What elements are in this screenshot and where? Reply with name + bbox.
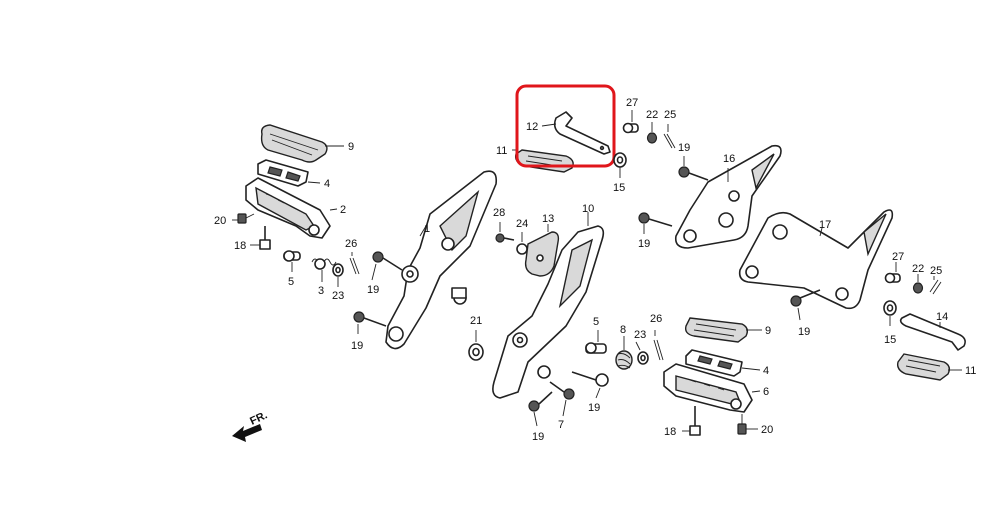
callout-23-right: 23 — [634, 329, 646, 341]
callout-19-c: 19 — [532, 431, 544, 443]
callout-15-top: 15 — [613, 182, 625, 194]
part-25-cotter-right[interactable] — [929, 279, 942, 295]
part-19-bolt-f[interactable] — [638, 212, 673, 227]
part-19-bolt-a[interactable] — [372, 251, 403, 271]
callout-19-d: 19 — [588, 402, 600, 414]
part-21-collar[interactable] — [468, 343, 484, 361]
part-27-pin-top[interactable] — [622, 122, 639, 134]
callout-19-e: 19 — [678, 142, 690, 154]
part-22-washer-right[interactable] — [912, 282, 924, 294]
part-4-plate-right[interactable] — [685, 349, 743, 377]
part-5-pin-left[interactable] — [283, 250, 301, 262]
callout-19-a: 19 — [367, 284, 379, 296]
callout-6: 6 — [763, 386, 769, 398]
part-19-bolt-d[interactable] — [571, 371, 609, 387]
part-19-bolt-g[interactable] — [790, 289, 821, 307]
callout-23-left: 23 — [332, 290, 344, 302]
part-18-bolt-right[interactable] — [689, 406, 701, 436]
callout-24: 24 — [516, 218, 528, 230]
callout-16: 16 — [723, 153, 735, 165]
callout-18-left: 18 — [234, 240, 246, 252]
callout-20-right: 20 — [761, 424, 773, 436]
callout-28: 28 — [493, 207, 505, 219]
part-20-bolt-right[interactable] — [737, 414, 747, 435]
callout-20-left: 20 — [214, 215, 226, 227]
part-7-bolt[interactable] — [549, 381, 575, 400]
part-28-bolt[interactable] — [495, 233, 515, 243]
callout-7: 7 — [558, 419, 564, 431]
part-15-washer-right[interactable] — [883, 300, 897, 316]
part-9-rubber-right[interactable] — [684, 317, 749, 343]
part-2-footpeg-left[interactable] — [245, 177, 331, 239]
callout-11-top: 11 — [496, 145, 507, 157]
part-8-spring[interactable] — [615, 350, 633, 370]
part-1-bracket-left[interactable] — [385, 170, 498, 350]
part-10-bracket-right[interactable] — [492, 225, 605, 399]
part-9-rubber-left[interactable] — [260, 124, 328, 163]
callout-10: 10 — [582, 203, 594, 215]
callout-26-right: 26 — [650, 313, 662, 325]
callout-1: 1 — [424, 223, 430, 235]
callout-26-left: 26 — [345, 238, 357, 250]
part-26-cotter-left[interactable] — [349, 257, 360, 275]
part-23-washer-left[interactable] — [332, 263, 344, 277]
part-27-pin-right[interactable] — [884, 272, 901, 284]
part-5-pin-right[interactable] — [585, 342, 607, 354]
callout-12: 12 — [526, 121, 538, 133]
part-17-bracket[interactable] — [738, 209, 894, 310]
callout-14: 14 — [936, 311, 948, 323]
front-direction-arrow: FR. — [232, 409, 269, 442]
callout-4-right: 4 — [763, 365, 769, 377]
part-24-washer[interactable] — [516, 243, 528, 255]
callout-2: 2 — [340, 204, 346, 216]
callout-19-f: 19 — [638, 238, 650, 250]
callout-17: 17 — [819, 219, 831, 231]
callout-22-top: 22 — [646, 109, 658, 121]
callout-13: 13 — [542, 213, 554, 225]
callout-25-right: 25 — [930, 265, 942, 277]
part-6-footpeg-right[interactable] — [663, 363, 753, 413]
callout-21: 21 — [470, 315, 482, 327]
part-19-bolt-c[interactable] — [528, 391, 553, 412]
callout-27-top: 27 — [626, 97, 638, 109]
callout-5-right: 5 — [593, 316, 599, 328]
callout-19-g: 19 — [798, 326, 810, 338]
part-14-heel-guard[interactable] — [899, 313, 966, 351]
callout-8: 8 — [620, 324, 626, 336]
callout-11-right: 11 — [965, 365, 976, 377]
part-18-bolt-left[interactable] — [259, 226, 271, 250]
callout-15-right: 15 — [884, 334, 896, 346]
callout-27-right: 27 — [892, 251, 904, 263]
fr-label: FR. — [248, 409, 269, 427]
part-25-cotter-top[interactable] — [663, 133, 676, 149]
part-23-washer-right[interactable] — [637, 351, 649, 365]
callout-22-right: 22 — [912, 263, 924, 275]
part-20-bolt-left[interactable] — [237, 213, 255, 224]
highlight-box — [515, 84, 616, 168]
part-16-bracket[interactable] — [674, 144, 782, 249]
callout-3: 3 — [318, 285, 324, 297]
part-26-cotter-right[interactable] — [653, 339, 664, 361]
part-22-washer-top[interactable] — [646, 132, 658, 144]
part-15-washer-top[interactable] — [613, 152, 627, 168]
part-13-heel-plate[interactable] — [524, 231, 560, 277]
part-11-rubber-top[interactable] — [514, 149, 574, 173]
callout-18-right: 18 — [664, 426, 676, 438]
callout-25-top: 25 — [664, 109, 676, 121]
part-11-rubber-right[interactable] — [896, 353, 951, 381]
callout-9-right: 9 — [765, 325, 771, 337]
callout-9-left: 9 — [348, 141, 354, 153]
part-12-heel-guard-top[interactable] — [553, 111, 611, 155]
part-4-plate-left[interactable] — [257, 159, 309, 187]
part-3-spring-left[interactable] — [311, 258, 337, 270]
callout-4-left: 4 — [324, 178, 330, 190]
part-19-bolt-b[interactable] — [353, 311, 387, 327]
part-19-bolt-e[interactable] — [678, 166, 709, 181]
callout-19-b: 19 — [351, 340, 363, 352]
callout-5-left: 5 — [288, 276, 294, 288]
